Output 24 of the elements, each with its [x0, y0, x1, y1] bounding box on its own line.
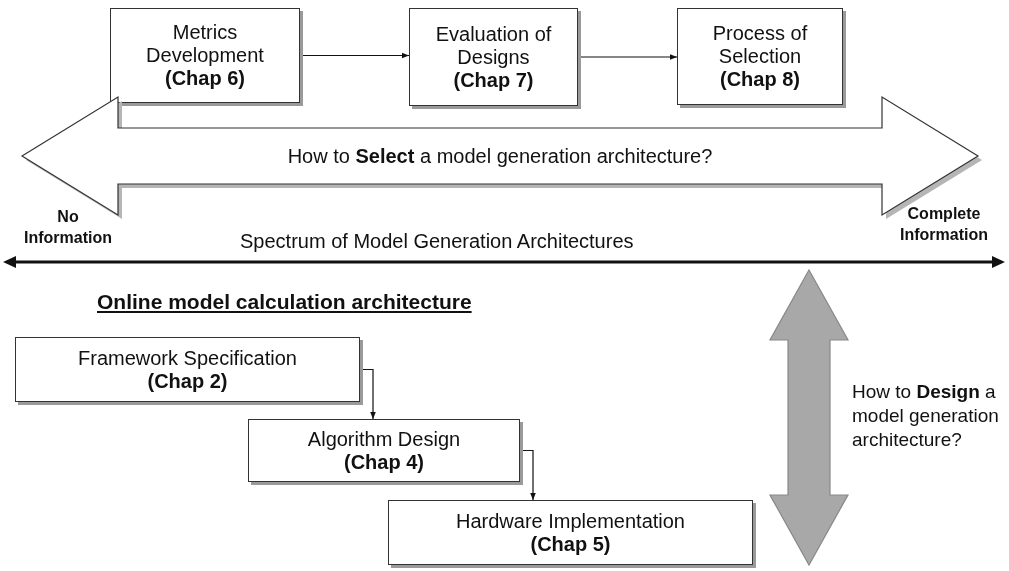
- section-heading: Online model calculation architecture: [97, 289, 472, 315]
- axis-title: Spectrum of Model Generation Architectures: [240, 229, 634, 254]
- chapter-reference: (Chap 5): [530, 532, 611, 556]
- vertical-double-arrow: [770, 270, 848, 565]
- step-title: Hardware Implementation: [456, 509, 685, 533]
- process-box: [110, 8, 300, 103]
- process-box: [248, 419, 520, 482]
- chapter-reference: (Chap 7): [453, 68, 534, 92]
- process-box: [677, 8, 843, 105]
- axis-end-label: Complete Information: [899, 204, 989, 245]
- chapter-reference: (Chap 8): [720, 68, 800, 91]
- process-box: [388, 500, 753, 565]
- step-title: Process of Selection: [711, 22, 809, 68]
- chapter-reference: (Chap 4): [344, 450, 424, 474]
- step-title: Evaluation of Designs: [434, 22, 553, 69]
- step-title: Metrics Development: [145, 21, 265, 67]
- process-box: [15, 337, 360, 402]
- chapter-reference: (Chap 2): [147, 369, 228, 393]
- step-title: Framework Specification: [78, 346, 297, 370]
- chapter-reference: (Chap 6): [165, 67, 245, 90]
- process-box: [409, 8, 578, 106]
- step-title: Algorithm Design: [307, 427, 461, 451]
- axis-end-label: No Information: [23, 207, 113, 248]
- question-text: How to Design a model generation architecture?: [852, 380, 1000, 452]
